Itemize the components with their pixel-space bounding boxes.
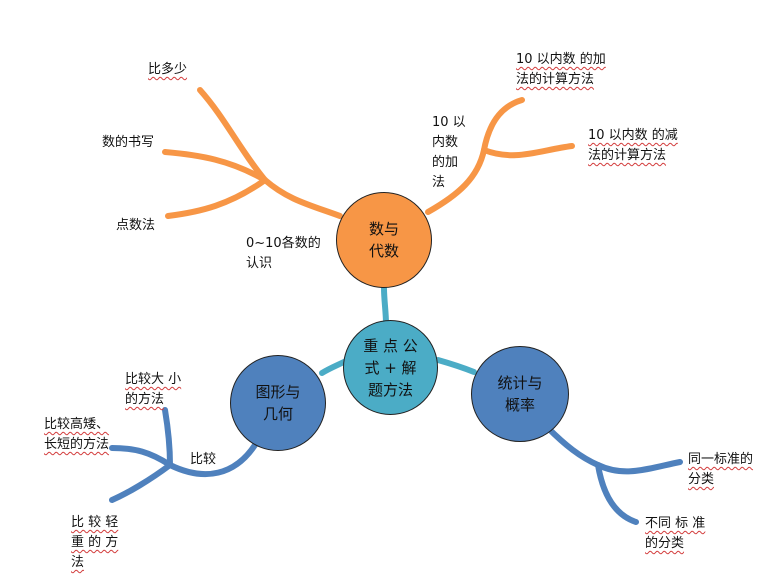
connector-compare-weight <box>109 462 173 503</box>
connector-counting <box>165 177 268 219</box>
label-addition-within-10: 10 以 内数 的加 法 <box>432 115 466 190</box>
label-compare-weight: 比 较 轻 重 的 方 法 <box>71 515 119 570</box>
connector-same-standard <box>595 459 683 475</box>
connector-center-statistics <box>435 357 477 375</box>
label-same-standard: 同一标准的 分类 <box>688 452 754 487</box>
label-compare: 比较 <box>190 452 217 467</box>
label-recognize-0-10: 0~10各数的 认识 <box>246 236 321 271</box>
label-compare-more-less: 比多少 <box>148 62 188 77</box>
connector-algebra-trunk <box>262 177 343 219</box>
connector-addition-method <box>481 97 525 153</box>
connector-center-algebra <box>381 285 389 327</box>
connector-geometry-trunk <box>167 442 258 478</box>
node-algebra[interactable]: 数与 代数 <box>336 192 432 288</box>
label-subtraction-method: 10 以内数 的减 法的计算方法 <box>588 128 678 163</box>
connector-compare-size <box>162 407 173 468</box>
node-statistics[interactable]: 统计与 概率 <box>471 346 569 442</box>
label-addition-method: 10 以内数 的加 法的计算方法 <box>516 52 606 87</box>
label-writing-numbers: 数的书写 <box>102 135 155 150</box>
connector-compare-more-less <box>197 87 268 183</box>
connector-subtraction-method <box>481 143 575 159</box>
connector-writing-numbers <box>162 149 268 183</box>
node-center[interactable]: 重 点 公 式 + 解 题方法 <box>343 320 438 415</box>
label-compare-size: 比较大 小 的方法 <box>125 372 182 407</box>
connector-different-standard <box>595 462 639 525</box>
connector-compare-height-length <box>109 445 173 468</box>
connector-algebra-right <box>425 147 487 215</box>
node-geometry[interactable]: 图形与 几何 <box>230 355 326 451</box>
label-counting: 点数法 <box>116 218 156 233</box>
label-different-standard: 不同 标 准 的分类 <box>645 516 706 551</box>
label-compare-height-length: 比较高矮、 长短的方法 <box>44 417 110 452</box>
connector-statistics-trunk <box>545 425 601 468</box>
